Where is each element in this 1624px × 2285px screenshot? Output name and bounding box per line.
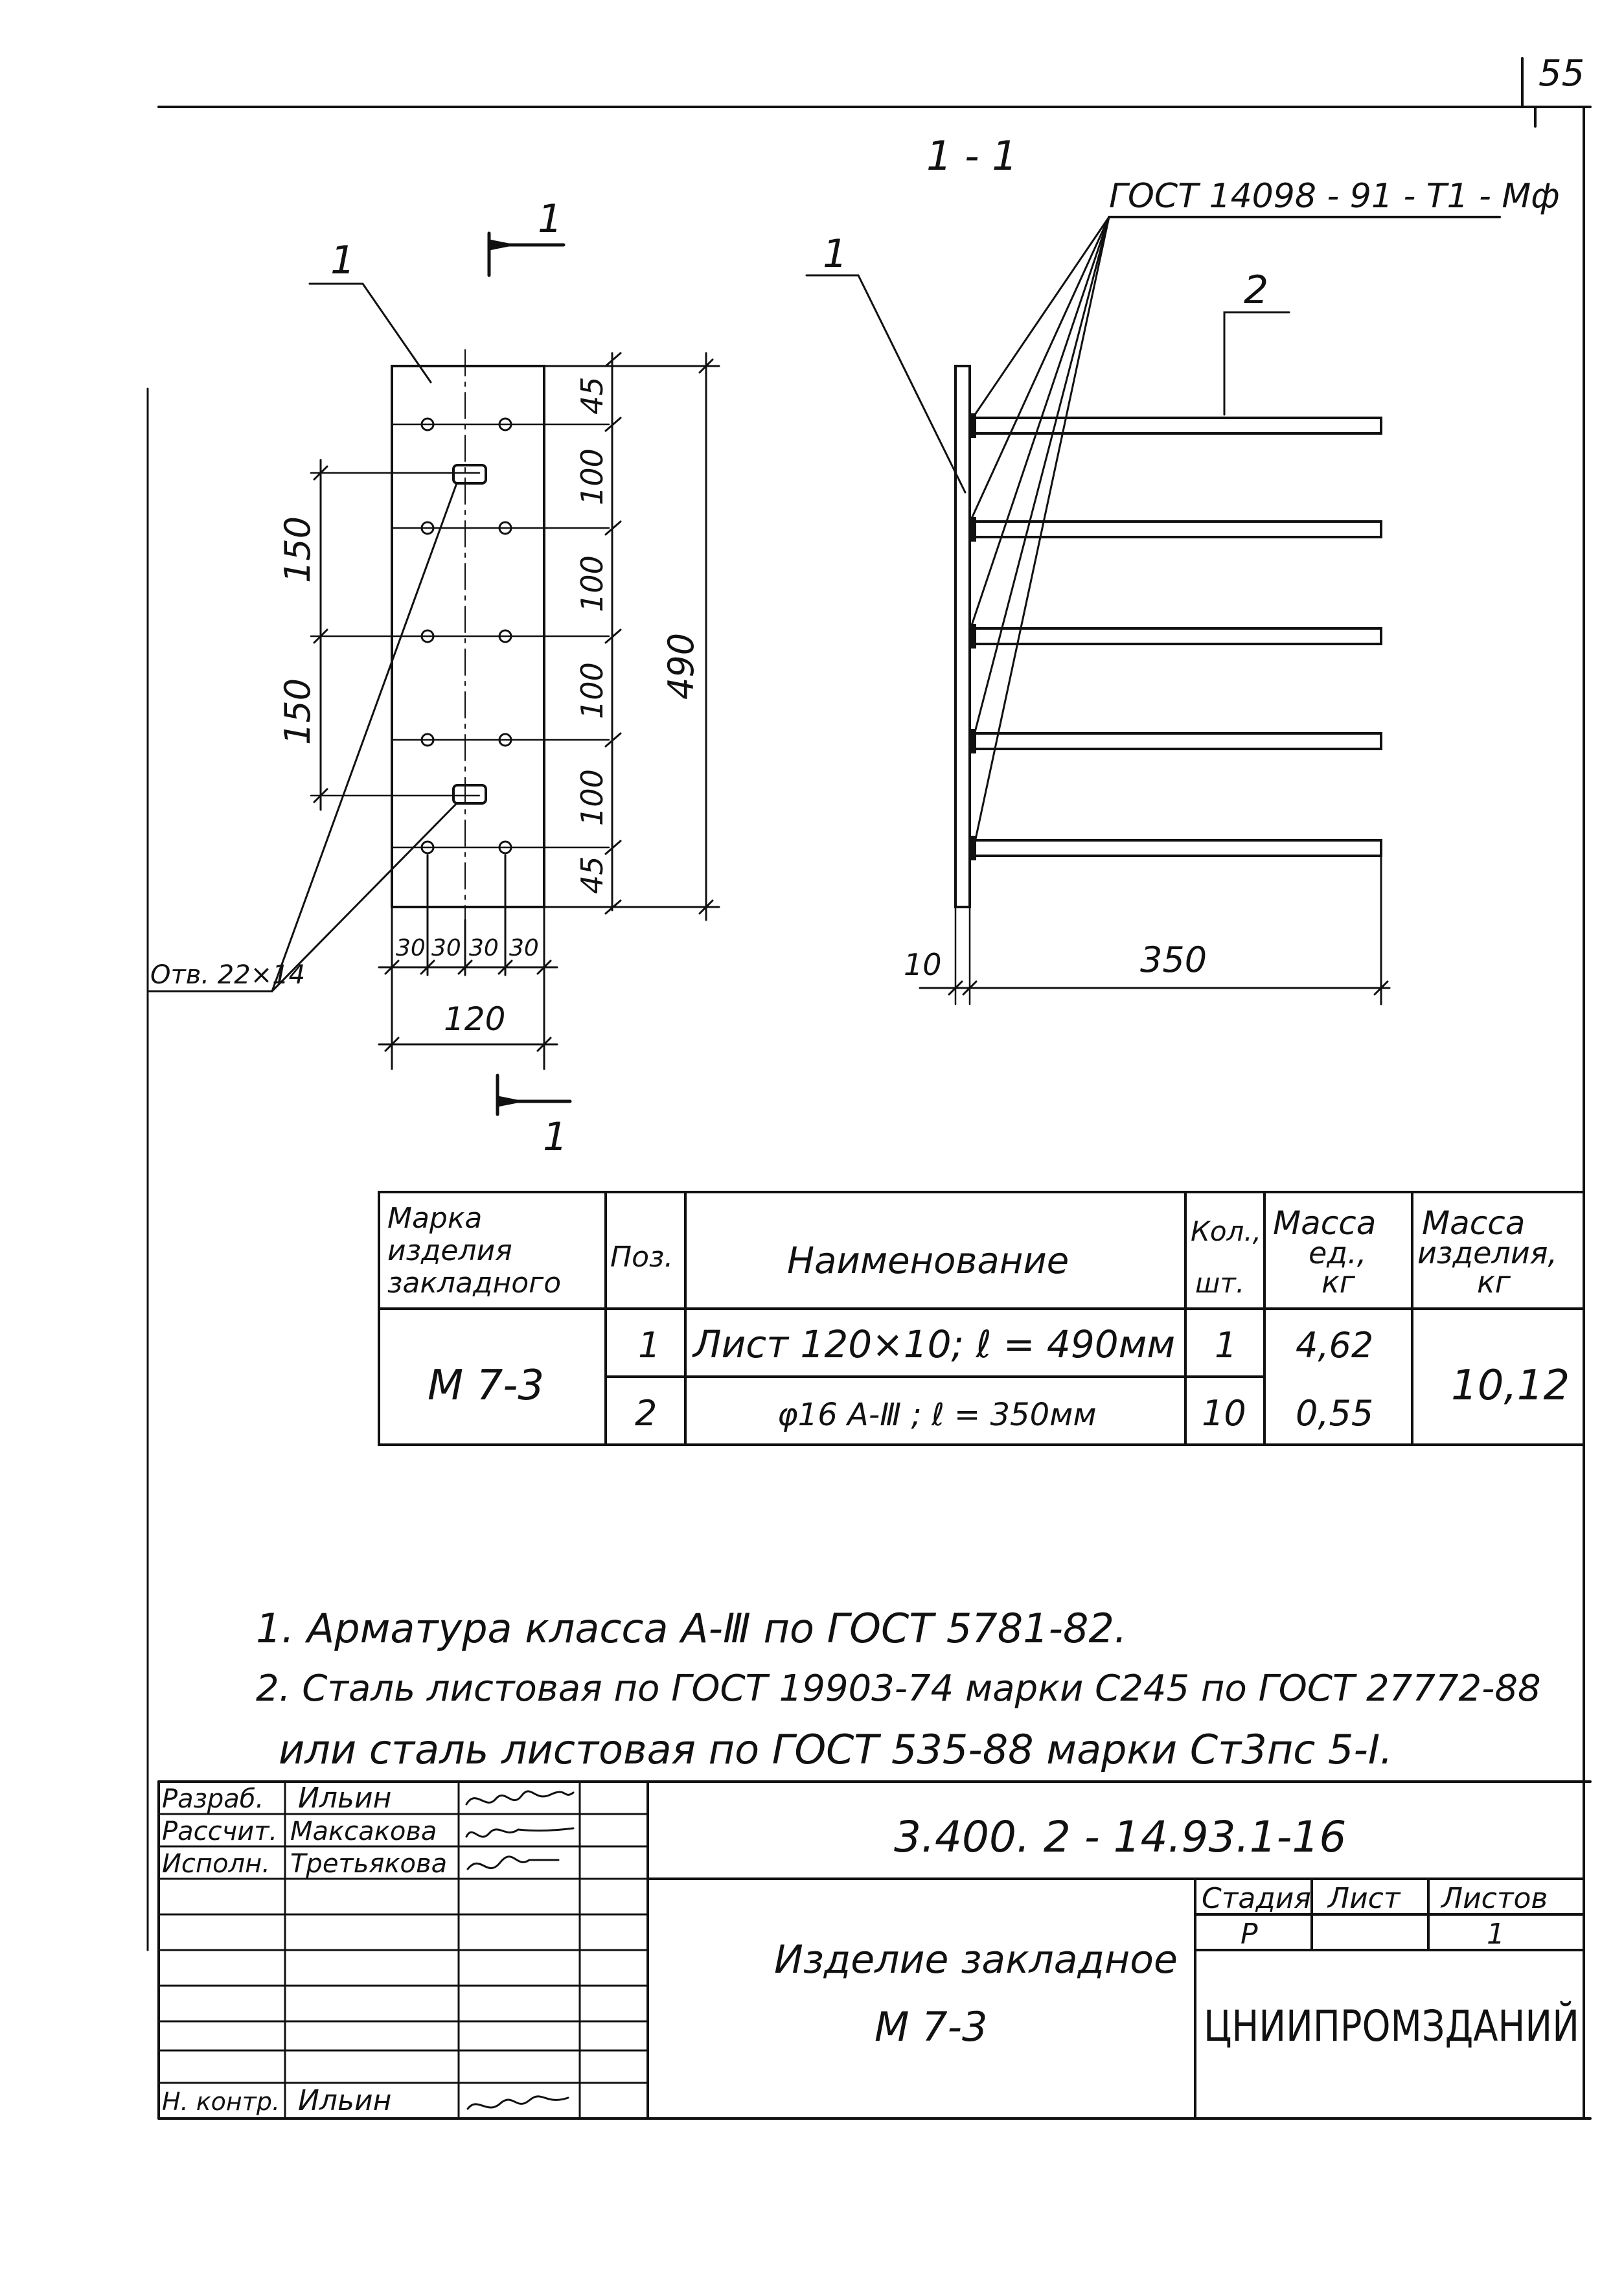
sig-name-3: Третьякова	[290, 1849, 447, 1879]
dim-v-5: 100	[575, 769, 610, 826]
dim-h-3: 30	[469, 935, 499, 961]
dim-v-2: 100	[575, 448, 610, 505]
spec-mark: М 7-3	[428, 1362, 544, 1410]
dim-v-1: 45	[575, 376, 610, 415]
hdr-unit-mass-2: ед.,	[1309, 1235, 1366, 1270]
gost-label: ГОСТ 14098 - 91 - Т1 - Мф	[1109, 177, 1560, 216]
weld-leaders	[970, 216, 1110, 844]
hdr-qty-2: шт.	[1195, 1267, 1244, 1299]
dim-v-3: 100	[575, 555, 610, 612]
notes: 1. Арматура класса А-Ⅲ по ГОСТ 5781-82. …	[256, 1605, 1541, 1773]
row2-pos: 2	[635, 1393, 657, 1434]
page-number: 55	[1538, 52, 1584, 95]
total-mass: 10,12	[1451, 1362, 1570, 1410]
hdr-mark-3: закладного	[387, 1267, 561, 1300]
section-pos2-label: 2	[1244, 268, 1268, 313]
right-dim-chain	[543, 352, 720, 921]
hdr-mark-2: изделия	[387, 1234, 512, 1267]
plate-section	[954, 365, 971, 908]
dim-v-6: 45	[575, 856, 610, 894]
sig-name-2: Максакова	[290, 1817, 437, 1846]
hole-label: Отв. 22×14	[150, 960, 305, 990]
plate-thickness-dim: 10	[904, 947, 942, 982]
sheet-frame	[146, 57, 1592, 2120]
hdr-total-mass-3: кг	[1477, 1265, 1511, 1300]
stage-header: Стадия	[1202, 1882, 1311, 1915]
row2-unit-mass: 0,55	[1296, 1393, 1373, 1434]
doc-code: 3.400. 2 - 14.93.1-16	[894, 1812, 1346, 1862]
dim-overall-height: 490	[661, 633, 702, 700]
section-mark-bottom: 1	[543, 1114, 567, 1160]
hdr-pos: Поз.	[610, 1241, 673, 1274]
dim-v-4: 100	[575, 662, 610, 719]
bars	[968, 417, 1382, 857]
hdr-mark-1: Марка	[387, 1202, 482, 1235]
plate-leader	[308, 282, 432, 384]
row2-qty: 10	[1202, 1393, 1246, 1434]
plate-position-label: 1	[330, 238, 355, 283]
sig-name-4: Ильин	[298, 2084, 391, 2117]
left-dim-chain	[313, 459, 328, 811]
plan-view: 1 1 1	[148, 196, 720, 1160]
sheet-header: Лист	[1327, 1882, 1401, 1915]
hdr-qty-1: Кол.,	[1191, 1215, 1261, 1247]
hdr-total-mass-1: Масса	[1422, 1204, 1525, 1242]
hdr-name: Наименование	[787, 1240, 1069, 1282]
dim-h-2: 30	[431, 935, 461, 961]
row1-qty: 1	[1215, 1325, 1237, 1366]
row2-name: φ16 А-Ⅲ ; ℓ = 350мм	[777, 1397, 1097, 1433]
hdr-unit-mass-1: Масса	[1273, 1204, 1376, 1242]
hdr-unit-mass-3: кг	[1321, 1265, 1356, 1300]
slot-holes	[452, 464, 487, 805]
bar-length-dim: 350	[1140, 939, 1207, 980]
section-view: 1 - 1 ГОСТ 14098 - 91 - Т1 - Мф 1 2	[805, 132, 1560, 1005]
product-mark: М 7-3	[875, 2003, 987, 2050]
organization: ЦНИИПРОМЗДАНИЙ	[1204, 2001, 1579, 2051]
dim-h-4: 30	[509, 935, 539, 961]
sig-role-2: Рассчит.	[162, 1817, 277, 1846]
sheets-value: 1	[1487, 1918, 1505, 1951]
section-cut-bottom	[496, 1074, 572, 1116]
section-pos1-leader	[805, 274, 966, 494]
row1-pos: 1	[638, 1325, 660, 1366]
dim-overall-width: 120	[444, 1000, 505, 1038]
row1-unit-mass: 4,62	[1296, 1325, 1373, 1366]
hdr-total-mass-2: изделия,	[1417, 1235, 1557, 1270]
bar-circles	[420, 417, 512, 855]
section-pos2-leader	[1223, 311, 1290, 416]
sig-name-1: Ильин	[298, 1782, 391, 1815]
section-mark-top: 1	[538, 196, 562, 242]
weld-fillets	[970, 413, 976, 860]
hole-leader	[148, 482, 458, 993]
bottom-dim-chain	[378, 854, 558, 1070]
stage-value: Р	[1241, 1918, 1258, 1951]
product-name: Изделие закладное	[774, 1937, 1178, 1982]
dim-h-1: 30	[396, 935, 426, 961]
title-block: Разраб. Ильин Рассчит. Максакова Исполн.…	[157, 1780, 1585, 2120]
section-dims	[919, 855, 1391, 1005]
sig-role-3: Исполн.	[162, 1849, 270, 1879]
section-cut-top	[487, 231, 566, 277]
note-2: 2. Сталь листовая по ГОСТ 19903-74 марки…	[256, 1668, 1541, 1710]
note-1: 1. Арматура класса А-Ⅲ по ГОСТ 5781-82.	[256, 1605, 1127, 1652]
row1-name: Лист 120×10; ℓ = 490мм	[692, 1322, 1175, 1366]
section-pos1-label: 1	[823, 231, 847, 277]
signature-marks	[465, 1790, 575, 2110]
note-2-cont: или сталь листовая по ГОСТ 535-88 марки …	[279, 1726, 1393, 1773]
sig-role-4: Н. контр.	[162, 2087, 280, 2116]
dim-spacing-1: 150	[277, 516, 318, 583]
sheets-header: Листов	[1440, 1882, 1548, 1915]
dim-spacing-2: 150	[277, 678, 318, 745]
section-title: 1 - 1	[926, 132, 1018, 179]
sig-role-1: Разраб.	[162, 1784, 264, 1814]
spec-table: Марка изделия закладного Поз. Наименован…	[378, 1191, 1585, 1446]
